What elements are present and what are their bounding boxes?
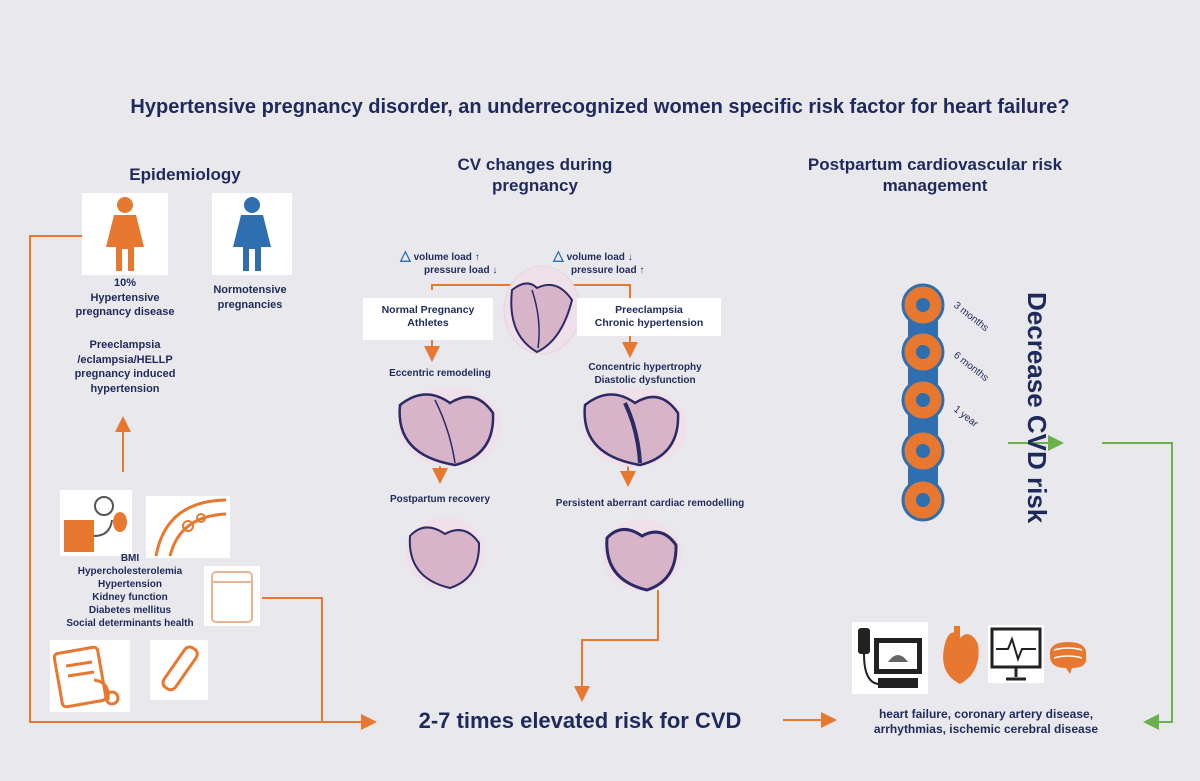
recovery-label: Postpartum recovery [389,494,491,505]
arrow-up-icon: ↑ [474,252,480,263]
postpartum-heading-line-2: management [882,176,988,195]
right-volume-load: volume load [566,252,625,263]
page-title: Hypertensive pregnancy disorder, an unde… [130,96,1070,118]
hypertensive-line-3: pregnancy disease [75,306,175,318]
postpartum-heading-line-1: Postpartum cardiovascular risk [807,155,1063,174]
elevated-risk-label: 2-7 times elevated risk for CVD [418,708,742,733]
heart-persistent-icon [602,519,682,592]
heart-concentric-icon [583,387,687,467]
test-tube-icon [150,640,208,700]
epidemiology-heading: Epidemiology [129,165,241,184]
risk-factor-social: Social determinants health [66,618,194,629]
heart-organ-icon [936,622,984,688]
normal-pregnancy-label: Normal Pregnancy [381,304,475,316]
conditions-label: Preeclampsia /eclampsia/HELLP pregnancy … [60,338,190,396]
arrow-up-icon-right: ↑ [639,265,645,276]
heart-center-icon [503,265,581,355]
conditions-line-2: /eclampsia/HELLP [77,353,173,366]
risk-factor-bmi: BMI [120,553,140,564]
normotensive-line-1: Normotensive [213,284,287,296]
right-load-label: △ volume load ↓ pressure load ↑ [553,247,683,277]
diseases-label: heart failure, coronary artery disease, … [836,707,1136,736]
cv-changes-heading: CV changes during pregnancy [430,154,640,196]
normotensive-woman-icon [212,193,292,275]
normal-pregnancy-box: Normal Pregnancy Athletes [363,298,493,340]
preeclampsia-label: Preeclampsia [615,304,683,316]
persistent-to-bottom-arrow [574,590,659,702]
concentric-line-2: Diastolic dysfunction [594,375,696,386]
normotensive-label: Normotensive pregnancies [200,283,300,312]
hypertensive-line-2: Hypertensive [90,291,160,304]
arrow-down-icon-right: ↓ [627,252,633,263]
artery-icon [146,496,230,558]
arrow-down-icon: ↓ [492,265,498,276]
concentric-line-1: Concentric hypertrophy [588,362,702,373]
decrease-cvd-risk: Decrease CVD risk [1022,292,1052,524]
specimen-jar-icon [204,566,260,626]
cv-heading-line-1: CV changes during [457,155,613,174]
risk-factor-cholesterol: Hypercholesterolemia [77,566,183,577]
hypertensive-label: 10% Hypertensive pregnancy disease [60,276,190,320]
ecg-monitor-icon [988,625,1044,683]
conditions-line-3: pregnancy induced [74,368,176,380]
preeclampsia-box: Preeclampsia Chronic hypertension [577,298,721,336]
delta-icon-right: △ [553,247,564,263]
blood-pressure-icon [60,490,132,556]
normotensive-line-2: pregnancies [217,298,283,311]
risk-factors-to-bottom-arrow [262,597,323,722]
cv-heading-line-2: pregnancy [492,176,578,195]
left-load-label: △ volume load ↑ pressure load ↓ [400,247,520,277]
brain-icon [1044,636,1092,676]
athletes-label: Athletes [407,317,449,329]
ultrasound-icon [852,622,928,694]
decrease-to-diseases-arrow [1102,442,1173,730]
concentric-label: Concentric hypertrophy Diastolic dysfunc… [570,361,720,387]
timeline-chain [901,283,945,522]
risk-factor-hypertension: Hypertension [98,579,162,590]
right-pressure-load: pressure load [571,265,637,276]
postpartum-heading: Postpartum cardiovascular risk managemen… [780,154,1090,196]
medical-record-icon [50,640,130,712]
persistent-label: Persistent aberrant cardiac remodelling [555,498,745,509]
diseases-line-2: arrhythmias, ischemic cerebral disease [873,721,1099,736]
chronic-hypertension-label: Chronic hypertension [594,317,704,329]
conditions-line-1: Preeclampsia [89,339,161,351]
left-volume-load: volume load [413,252,472,263]
left-loop-arrow [29,235,377,730]
risk-factors-list: BMI Hypercholesterolemia Hypertension Ki… [50,552,210,630]
risk-factor-diabetes: Diabetes mellitus [88,605,172,616]
eccentric-label: Eccentric remodeling [389,368,491,379]
heart-eccentric-icon [398,387,502,467]
hypertensive-woman-icon [82,193,168,275]
risk-factor-kidney: Kidney function [92,592,168,603]
left-pressure-load: pressure load [424,265,490,276]
hypertensive-percent: 10% [113,277,137,289]
conditions-line-4: hypertension [90,382,160,395]
delta-icon: △ [400,247,411,263]
diseases-line-1: heart failure, coronary artery disease, [878,707,1094,721]
heart-recovery-icon [405,517,485,590]
